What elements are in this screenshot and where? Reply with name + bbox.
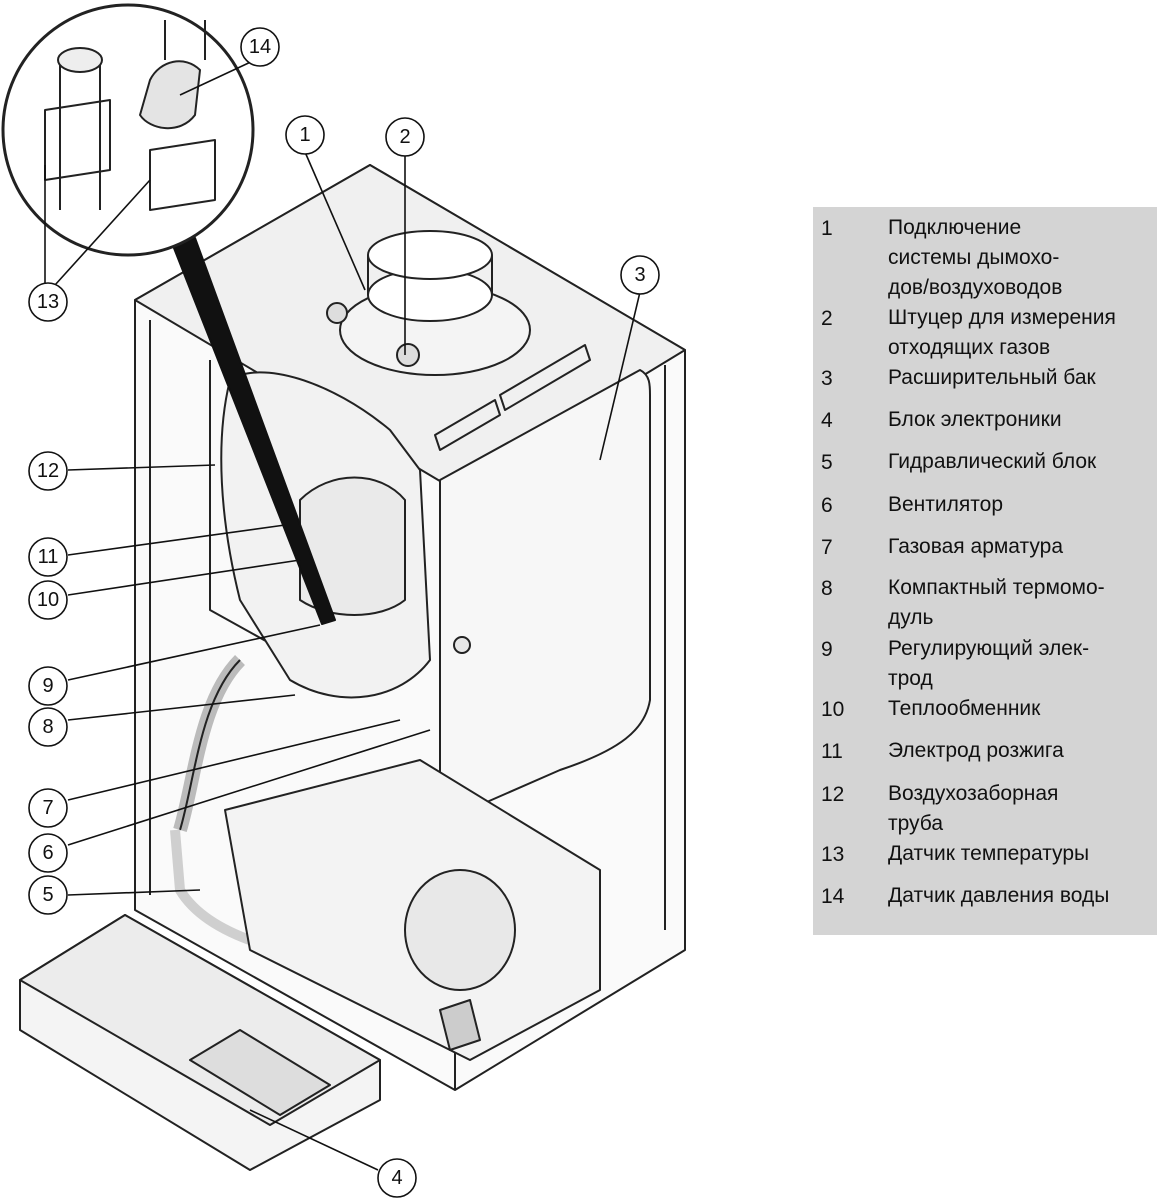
- legend-text-2: Штуцер для измерения отходящих газов: [888, 306, 1116, 359]
- legend-num-12: 12: [821, 783, 845, 806]
- detail-magnifier: [1, 3, 255, 257]
- legend-text-5: Гидравлический блок: [888, 450, 1097, 473]
- tank-bolt: [453, 636, 471, 654]
- callout-9: 9: [42, 675, 53, 697]
- detail-pipe-right: [164, 20, 206, 60]
- top-slot-2: [499, 344, 591, 411]
- detail-pipe-left-top: [57, 47, 103, 73]
- legend-text-9: Регулирующий элек- трод: [888, 637, 1090, 690]
- top-slot-1: [434, 399, 501, 451]
- leader-6: [67, 729, 431, 846]
- legend-num-14: 14: [821, 885, 845, 908]
- callout-14: 14: [249, 36, 271, 58]
- leader-11: [67, 524, 286, 556]
- flue-pipe: [367, 255, 493, 295]
- legend-text-3: Расширительный бак: [888, 366, 1096, 389]
- callout-10: 10: [37, 589, 59, 611]
- legend-num-1: 1: [821, 217, 833, 240]
- callout-8-circle: [28, 707, 68, 747]
- legend-text-10: Теплообменник: [888, 697, 1041, 720]
- leader-14: [179, 59, 256, 96]
- callout-11: 11: [38, 546, 59, 568]
- pump-connector: [439, 999, 481, 1051]
- callout-4-circle: [377, 1158, 417, 1198]
- callout-6: 6: [42, 842, 53, 864]
- legend-text-4: Блок электроники: [888, 408, 1062, 431]
- legend-panel: 1 Подключение системы дымохо- дов/воздух…: [813, 207, 1157, 935]
- legend-num-10: 10: [821, 698, 845, 721]
- legend-num-11: 11: [821, 740, 843, 763]
- callout-9-circle: [28, 666, 68, 706]
- legend-text-7: Газовая арматура: [888, 535, 1064, 558]
- leader-4: [249, 1109, 379, 1171]
- legend-text-13: Датчик температуры: [888, 842, 1090, 865]
- legend-text-6: Вентилятор: [888, 493, 1003, 516]
- leader-7: [67, 719, 401, 801]
- callout-8: 8: [42, 716, 53, 738]
- callout-13-circle: [28, 282, 68, 322]
- legend-text-1: Подключение системы дымохо- дов/воздухов…: [888, 216, 1063, 299]
- leader-12: [67, 464, 216, 471]
- legend-num-13: 13: [821, 843, 845, 866]
- flue-knob: [326, 302, 348, 324]
- legend-num-9: 9: [821, 638, 833, 661]
- callout-2-circle: [385, 117, 425, 157]
- callout-3-circle: [620, 255, 660, 295]
- pump: [404, 869, 516, 991]
- legend-num-7: 7: [821, 536, 833, 559]
- callout-3: 3: [634, 264, 645, 286]
- legend-num-8: 8: [821, 577, 833, 600]
- callout-12: 12: [37, 460, 59, 482]
- legend-num-3: 3: [821, 367, 833, 390]
- legend-text-11: Электрод розжига: [888, 739, 1064, 762]
- flue-top: [367, 230, 493, 280]
- legend-num-6: 6: [821, 494, 833, 517]
- gas-hose-outline: [179, 659, 241, 831]
- leader-5: [67, 889, 201, 896]
- callout-12-circle: [28, 451, 68, 491]
- callout-7: 7: [42, 797, 53, 819]
- callout-2: 2: [399, 126, 410, 148]
- callout-14-circle: [240, 27, 280, 67]
- leader-1: [304, 151, 366, 291]
- detail-clip-left: [44, 99, 111, 181]
- callout-13: 13: [37, 291, 59, 313]
- callout-7-circle: [28, 788, 68, 828]
- electronics-box-lid: [189, 1029, 331, 1116]
- leader-3: [599, 291, 641, 461]
- callout-10-circle: [28, 580, 68, 620]
- measuring-port: [396, 343, 420, 367]
- legend-text-14: Датчик давления воды: [888, 884, 1110, 907]
- callout-5-circle: [28, 875, 68, 915]
- callout-5: 5: [42, 884, 53, 906]
- legend-num-2: 2: [821, 307, 833, 330]
- legend-num-5: 5: [821, 451, 833, 474]
- legend-text-12: Воздухозаборная труба: [888, 782, 1059, 835]
- legend-num-4: 4: [821, 409, 833, 432]
- leader-10: [67, 559, 301, 596]
- callout-11-circle: [28, 537, 68, 577]
- callout-6-circle: [28, 833, 68, 873]
- leader-8: [67, 694, 296, 721]
- legend-text-8: Компактный термомо- дуль: [888, 576, 1105, 629]
- callout-4: 4: [391, 1167, 402, 1189]
- leader-13b: [54, 179, 151, 286]
- callout-1-circle: [285, 115, 325, 155]
- callout-1: 1: [299, 124, 310, 146]
- detail-pipe-left: [59, 60, 101, 210]
- leader-9: [67, 624, 321, 681]
- detail-sensor-body: [139, 60, 201, 130]
- boiler-diagram: 1 2 3 4 5 6 7 8 9 10 11 12 13 14: [1, 3, 686, 1198]
- detail-clip-right: [149, 139, 216, 211]
